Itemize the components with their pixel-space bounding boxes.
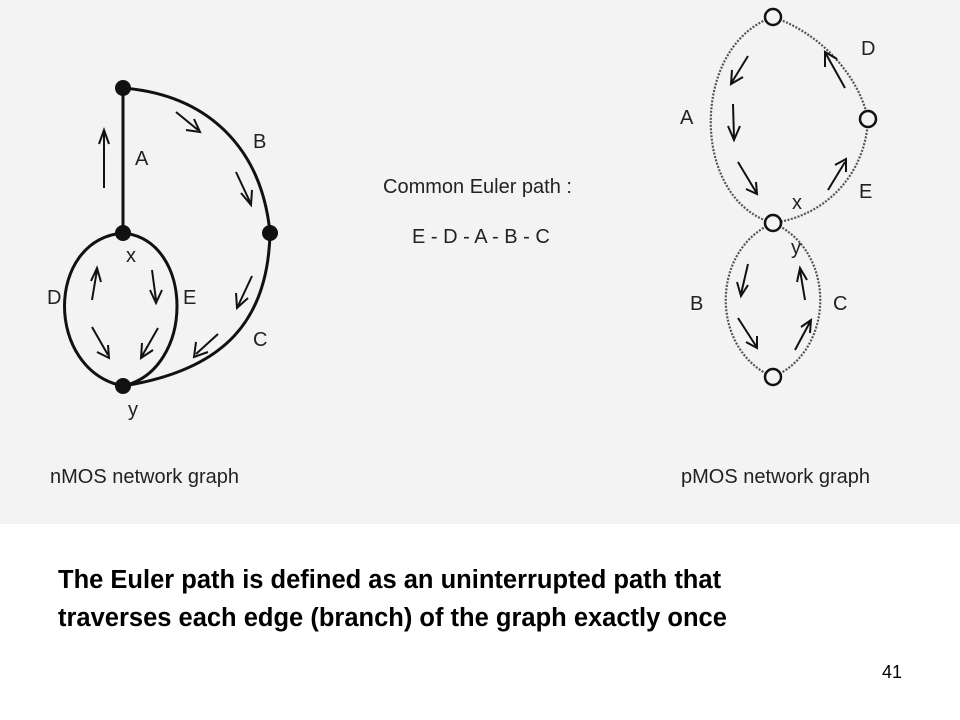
slide-caption: The Euler path is defined as an uninterr…	[58, 561, 938, 637]
nmos-node-x	[115, 225, 131, 241]
graphs-svg: A B C D E x y nMOS network graph Common …	[47, 7, 878, 488]
nmos-node-right	[262, 225, 278, 241]
arrow-icon	[192, 333, 219, 359]
nmos-label-y: y	[128, 399, 138, 421]
nmos-label-x: x	[126, 245, 136, 267]
pmos-edge-e	[772, 118, 870, 225]
nmos-arrows	[90, 111, 253, 360]
nmos-label-c: C	[253, 329, 267, 351]
arrow-icon	[139, 327, 159, 360]
pmos-arrows	[727, 50, 847, 351]
arrow-icon	[827, 157, 847, 191]
pmos-label-b: B	[690, 293, 703, 315]
arrow-icon	[149, 269, 163, 306]
pmos-label-a: A	[680, 107, 694, 129]
nmos-label-b: B	[253, 131, 266, 153]
pmos-edge-a	[709, 15, 774, 225]
pmos-label-d: D	[861, 38, 875, 60]
euler-sequence: E - D - A - B - C	[412, 226, 550, 248]
figure-panel: A B C D E x y nMOS network graph Common …	[0, 0, 960, 524]
nmos-node-top	[115, 80, 131, 96]
nmos-graph	[63, 86, 272, 388]
page-number: 41	[881, 662, 902, 682]
arrow-icon	[736, 263, 749, 299]
arrow-icon	[796, 265, 808, 301]
pmos-edge-b	[724, 221, 774, 379]
pmos-graph	[709, 15, 870, 379]
arrow-icon	[727, 103, 741, 143]
nmos-edge-b	[122, 86, 272, 234]
arrow-icon	[737, 317, 758, 350]
pmos-caption: pMOS network graph	[681, 466, 870, 488]
nmos-nodes	[115, 80, 278, 394]
nmos-label-e: E	[183, 287, 196, 309]
pmos-label-x: x	[792, 192, 802, 214]
arrow-icon	[737, 161, 759, 196]
nmos-caption: nMOS network graph	[50, 466, 239, 488]
arrow-icon	[729, 55, 749, 86]
pmos-node-top	[763, 7, 783, 27]
nmos-edge-e	[122, 231, 179, 388]
pmos-node-bottom	[763, 367, 783, 387]
pmos-nodes	[763, 7, 878, 387]
arrow-icon	[98, 127, 110, 188]
arrow-icon	[824, 50, 846, 89]
nmos-node-y	[115, 378, 131, 394]
euler-title: Common Euler path :	[383, 176, 572, 198]
arrow-icon	[90, 265, 102, 301]
nmos-label-a: A	[135, 148, 149, 170]
nmos-edge-c	[122, 232, 272, 388]
pmos-edge-c	[772, 221, 822, 379]
caption-line-2: traverses each edge (branch) of the grap…	[58, 604, 727, 632]
pmos-node-x	[763, 213, 783, 233]
nmos-label-d: D	[47, 287, 61, 309]
caption-line-1: The Euler path is defined as an uninterr…	[58, 566, 722, 594]
arrow-icon	[235, 275, 253, 311]
nmos-edge-d	[63, 231, 124, 388]
arrow-icon	[794, 317, 813, 351]
pmos-label-e: E	[859, 181, 872, 203]
arrow-icon	[235, 171, 253, 208]
pmos-node-right	[858, 109, 878, 129]
arrow-icon	[91, 326, 111, 360]
pmos-label-y: y	[791, 237, 801, 259]
arrow-icon	[175, 111, 202, 134]
pmos-label-c: C	[833, 293, 847, 315]
pmos-edge-d	[772, 15, 870, 120]
